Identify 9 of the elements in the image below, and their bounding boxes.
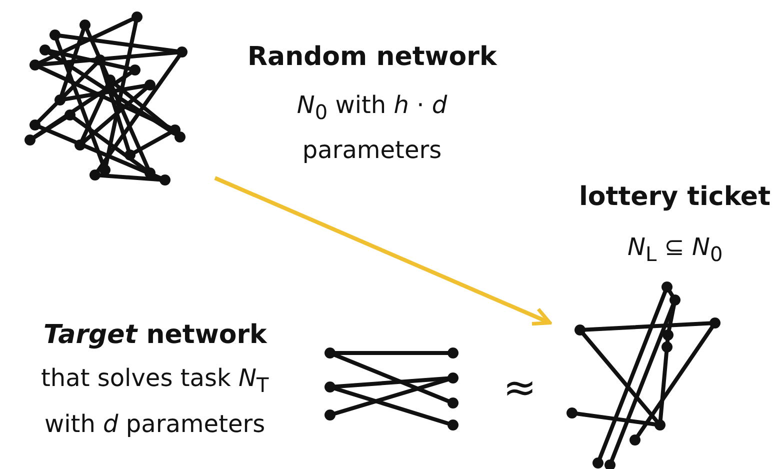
heading-text: lottery ticket: [579, 182, 770, 212]
approx-symbol: ≈: [503, 364, 537, 412]
body-text: with d parameters: [44, 409, 266, 440]
formula-text: N$_{L}$ ⊆ N$_{0}$: [628, 232, 723, 268]
heading-text: Random network: [248, 42, 497, 72]
formula-text: N$_{0}$ with h · d parameters: [296, 90, 448, 166]
body-text: that solves task N$_{T}$: [41, 363, 269, 399]
heading-text: Target network: [44, 319, 267, 352]
arrow: [214, 176, 552, 326]
